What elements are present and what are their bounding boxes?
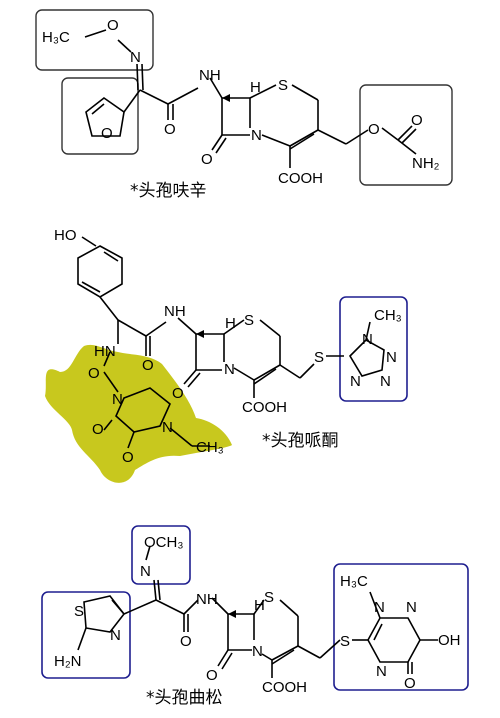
molecule-ceftriaxone: OCH₃ N S N H₂N O NH H S N O COOH S H₃C N… (41, 525, 469, 708)
methoxy-o-label: O (107, 17, 119, 34)
pip-n1-label: N (112, 391, 123, 408)
tetrazole-box (339, 296, 408, 402)
oxime-n-label: N (140, 563, 151, 580)
lactam-o-label: O (206, 667, 218, 684)
pip-o1-label: O (88, 365, 100, 382)
h-stereo-label: H (250, 79, 261, 96)
ring-s-label: S (264, 589, 274, 606)
hydroxyl-label: HO (54, 227, 77, 244)
och3-label: OCH₃ (144, 534, 183, 551)
carbonyl-o-label: O (411, 112, 423, 129)
caption-cefuroxime: *头孢呋辛 (130, 181, 207, 201)
amide-nh-label: NH (196, 591, 218, 608)
tetrazole-n3-label: N (380, 373, 391, 390)
ring-s-label: S (244, 312, 254, 329)
triazinone-box (333, 563, 469, 691)
piperazinedione-highlight (45, 344, 232, 483)
ring-s-label: S (278, 77, 288, 94)
pip-o2-label: O (92, 421, 104, 438)
ring-n-label: N (252, 643, 263, 660)
triazine-o-label: O (404, 675, 416, 692)
amide-nh-label: NH (164, 303, 186, 320)
molecule-cefoperazone: HO NH HN O H S N O COOH S CH₃ N N N N O … (45, 227, 408, 483)
amide-o-label: O (142, 357, 154, 374)
thiazole-s-label: S (74, 603, 84, 620)
pip-n2-label: N (162, 419, 173, 436)
methoxyimino-box (131, 525, 191, 585)
h-stereo-label: H (254, 597, 265, 614)
h3c-label: H₃C (42, 29, 70, 46)
tetrazole-n2-label: N (386, 349, 397, 366)
thioether-s-label: S (314, 349, 324, 366)
oxime-n-label: N (130, 49, 141, 66)
cooh-label: COOH (262, 679, 307, 696)
cooh-label: COOH (242, 399, 287, 416)
caption-ceftriaxone: *头孢曲松 (146, 688, 223, 708)
thiazole-n-label: N (110, 627, 121, 644)
ethyl-ch3-label: CH₃ (196, 439, 224, 456)
amide-nh-label: NH (199, 67, 221, 84)
tetrazole-ch3-label: CH₃ (374, 307, 402, 324)
amide-o-label: O (180, 633, 192, 650)
triazine-h3c-label: H₃C (340, 573, 368, 590)
aminothiazole-box (41, 591, 131, 679)
furan-box (61, 77, 139, 155)
ring-n-label: N (251, 127, 262, 144)
pip-o3-label: O (122, 449, 134, 466)
lactam-o-label: O (201, 151, 213, 168)
lactam-o-label: O (172, 385, 184, 402)
ester-o-label: O (368, 121, 380, 138)
triazine-n2-label: N (406, 599, 417, 616)
triazine-n3-label: N (376, 663, 387, 680)
molecule-cefuroxime: H₃C O N O O NH H S N O COOH O O NH₂ *头孢呋… (35, 9, 453, 201)
caption-cefoperazone: *头孢哌酮 (262, 431, 339, 451)
hn-label: HN (94, 343, 116, 360)
nh2-label: NH₂ (412, 155, 440, 172)
cooh-label: COOH (278, 170, 323, 187)
ring-n-label: N (224, 361, 235, 378)
triazine-n1-label: N (374, 599, 385, 616)
methoxy-box (35, 9, 154, 71)
furan-o-label: O (101, 125, 113, 142)
h-stereo-label: H (225, 315, 236, 332)
tetrazole-n1-label: N (362, 331, 373, 348)
h2n-label: H₂N (54, 653, 82, 670)
thioether-s-label: S (340, 633, 350, 650)
tetrazole-n4-label: N (350, 373, 361, 390)
triazine-oh-label: OH (438, 632, 461, 649)
amide-o-label: O (164, 121, 176, 138)
